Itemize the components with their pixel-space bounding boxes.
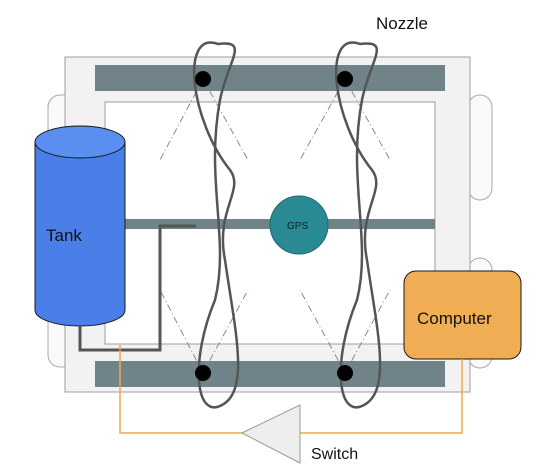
computer-label: Computer [417,309,492,328]
feed-pipe [78,224,196,352]
top-nozzle-beam [95,65,445,91]
nozzle-top-left [195,71,211,87]
nozzle-top-right [337,71,353,87]
tank-label: Tank [46,226,82,245]
nozzle-bottom-left [195,365,211,381]
switch-triangle [240,404,301,464]
bottom-nozzle-beam [95,361,445,387]
right-wheel-top [467,94,493,201]
nozzle-bottom-right [337,365,353,381]
gps-unit [269,195,329,255]
nozzle-hose-right [334,41,382,409]
nozzle-label: Nozzle [376,14,428,33]
gps-label: GPS [287,221,309,232]
nozzle-hose-left [192,41,240,409]
signal-wire [119,345,463,434]
tank-top [34,125,126,159]
tank-body-cover [35,142,125,310]
switch-label: Switch [311,446,359,463]
